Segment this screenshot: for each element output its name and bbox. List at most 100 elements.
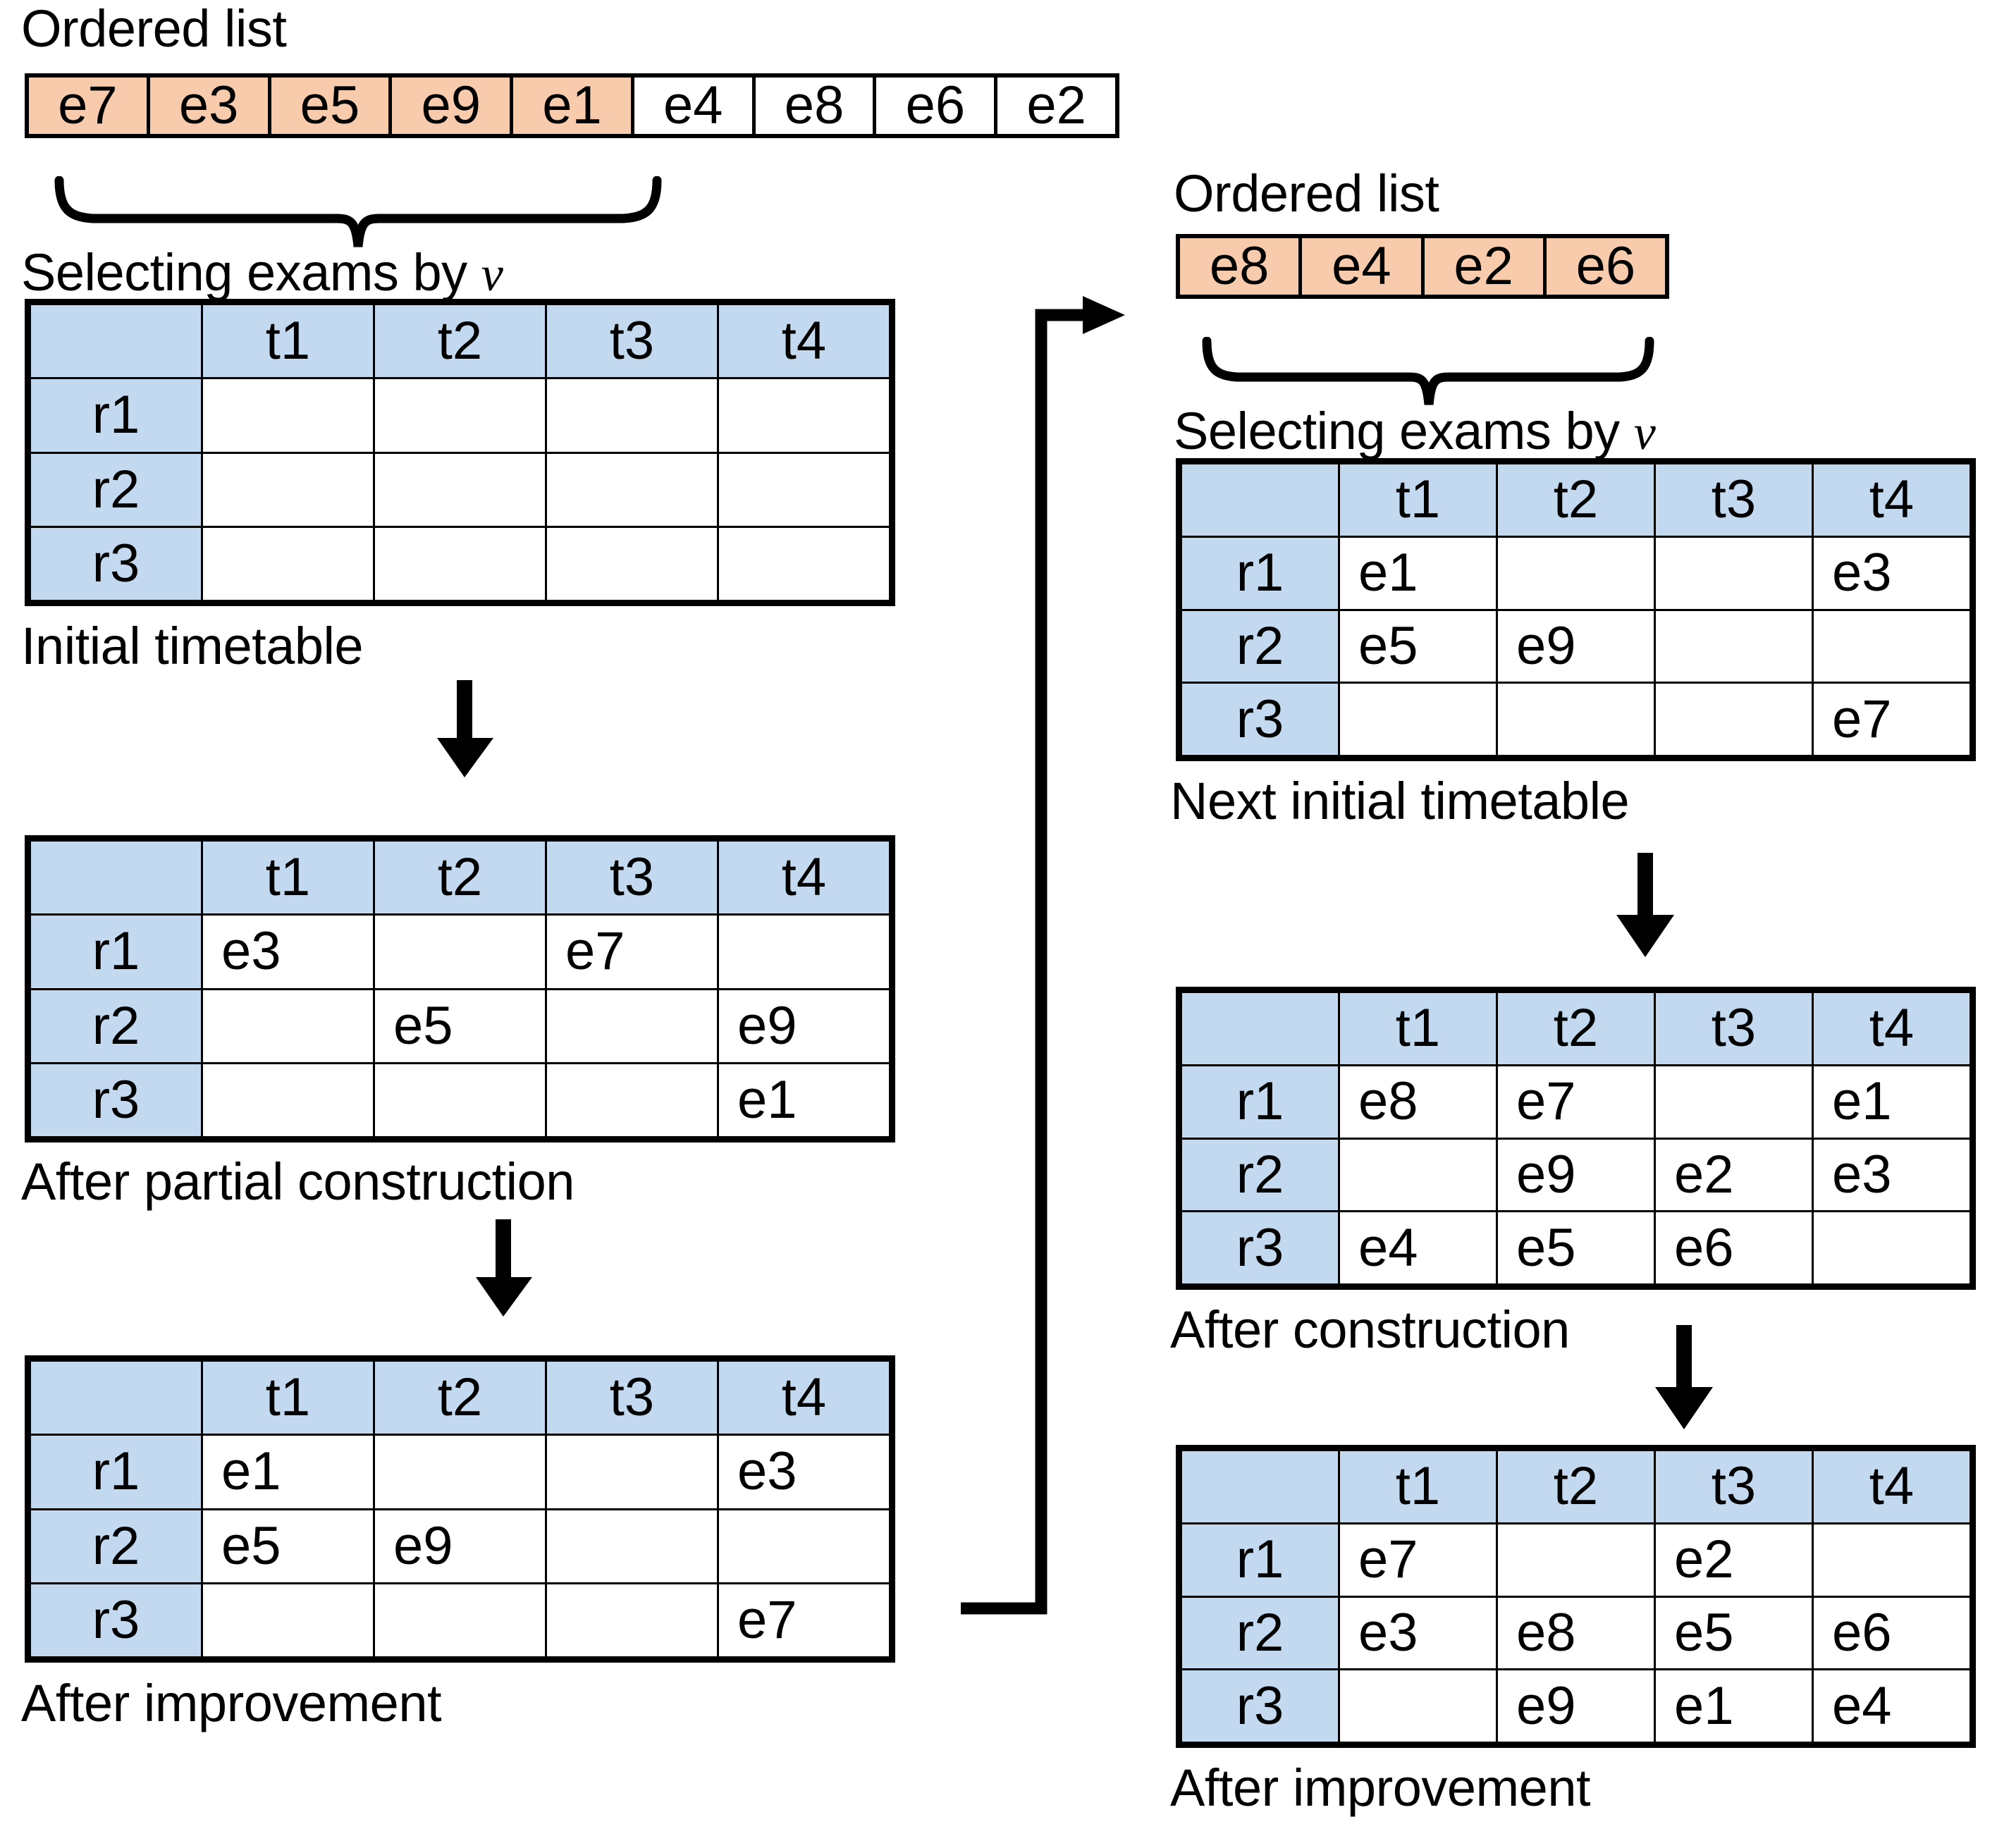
timetable-cell[interactable] (1338, 1668, 1498, 1744)
timetable-column-header: t2 (1496, 991, 1656, 1066)
ordered-list-item[interactable]: e9 (392, 78, 514, 134)
timetable-cell[interactable]: e9 (373, 1508, 547, 1584)
ordered-list-item[interactable]: e4 (634, 78, 756, 134)
ordered-list-item[interactable]: e5 (271, 78, 393, 134)
timetable-cell[interactable] (717, 525, 891, 603)
timetable-cell[interactable] (1812, 608, 1972, 684)
timetable-cell[interactable] (545, 451, 719, 528)
timetable-cell[interactable]: e1 (1812, 1064, 1972, 1140)
timetable-cell[interactable]: e2 (1654, 1522, 1814, 1598)
ordered-list-item[interactable]: e8 (1180, 238, 1303, 295)
timetable-cell[interactable]: e2 (1654, 1137, 1814, 1213)
timetable-cell[interactable] (201, 1061, 375, 1139)
timetable-cell[interactable] (1812, 1522, 1972, 1598)
timetable-cell[interactable] (545, 1434, 719, 1510)
timetable-cell[interactable] (717, 913, 891, 990)
timetable-cell[interactable] (373, 377, 547, 454)
timetable-cell[interactable]: e9 (1496, 1137, 1656, 1213)
timetable-cell[interactable] (201, 987, 375, 1064)
timetable-cell[interactable] (201, 525, 375, 603)
timetable-cell[interactable]: e3 (1812, 1137, 1972, 1213)
timetable-cell[interactable]: e7 (1338, 1522, 1498, 1598)
timetable-cell[interactable] (1654, 682, 1814, 757)
timetable-cell[interactable]: e6 (1654, 1210, 1814, 1286)
down-arrow-icon-3 (1616, 853, 1674, 957)
timetable-cell[interactable] (373, 451, 547, 528)
timetable-cell[interactable] (373, 525, 547, 603)
timetable-column-header: t1 (1338, 991, 1498, 1066)
timetable-cell[interactable]: e1 (1338, 535, 1498, 611)
timetable-cell[interactable] (717, 451, 891, 528)
timetable-column-header: t2 (373, 1359, 547, 1436)
ordered-list-item[interactable]: e6 (876, 78, 998, 134)
timetable-cell[interactable]: e9 (717, 987, 891, 1064)
timetable-cell[interactable] (201, 377, 375, 454)
timetable-cell[interactable]: e3 (201, 913, 375, 990)
timetable-cell[interactable] (545, 1582, 719, 1659)
ordered-list-item[interactable]: e6 (1546, 238, 1665, 295)
ordered-list-item-label: e2 (1454, 236, 1513, 296)
timetable-cell[interactable]: e3 (1812, 535, 1972, 611)
timetable-cell[interactable]: e1 (717, 1061, 891, 1139)
ordered-list-item[interactable]: e1 (513, 78, 634, 134)
timetable-cell[interactable] (1812, 1210, 1972, 1286)
timetable-cell[interactable]: e7 (1496, 1064, 1656, 1140)
timetable-cell[interactable] (545, 1508, 719, 1584)
timetable-cell[interactable] (545, 987, 719, 1064)
timetable-cell[interactable]: e3 (1338, 1595, 1498, 1671)
ordered-list-item[interactable]: e2 (1424, 236, 1547, 296)
timetable-cell[interactable] (1496, 535, 1656, 611)
timetable-cell[interactable]: e1 (201, 1434, 375, 1510)
timetable-cell[interactable]: e7 (1812, 682, 1972, 757)
timetable-cell[interactable]: e7 (545, 913, 719, 990)
ordered-list-item[interactable]: e3 (149, 78, 271, 134)
timetable-cell[interactable] (717, 377, 891, 454)
timetable-cell[interactable] (1654, 1064, 1814, 1140)
timetable-cell[interactable] (545, 525, 719, 603)
timetable-cell[interactable]: e1 (1654, 1668, 1814, 1744)
timetable-corner-cell (1180, 462, 1340, 538)
timetable-column-header: t2 (1496, 1449, 1656, 1524)
ordered-list-item-label: e7 (58, 75, 118, 135)
timetable-cell[interactable] (1496, 1522, 1656, 1598)
timetable-row-header: r3 (1180, 1210, 1340, 1286)
timetable-column-header: t2 (373, 302, 547, 380)
timetable-cell[interactable]: e8 (1338, 1064, 1498, 1140)
timetable-cell[interactable] (201, 1582, 375, 1659)
timetable-cell[interactable] (1496, 682, 1656, 757)
timetable-cell[interactable]: e5 (201, 1508, 375, 1584)
timetable-cell[interactable]: e4 (1338, 1210, 1498, 1286)
timetable-cell[interactable] (545, 1061, 719, 1139)
ordered-list-item[interactable]: e4 (1302, 238, 1425, 295)
timetable-cell[interactable] (1654, 608, 1814, 684)
timetable-cell[interactable]: e9 (1496, 1668, 1656, 1744)
ordered-list-item[interactable]: e8 (755, 78, 877, 134)
timetable-cell[interactable]: e4 (1812, 1668, 1972, 1744)
timetable-cell[interactable] (717, 1508, 891, 1584)
timetable-cell[interactable] (373, 913, 547, 990)
ordered-list-item[interactable]: e7 (29, 78, 150, 134)
timetable-cell[interactable] (1338, 1137, 1498, 1213)
timetable-cell[interactable]: e5 (1496, 1210, 1656, 1286)
timetable-cell[interactable] (545, 377, 719, 454)
timetable-column-header: t4 (1812, 991, 1972, 1066)
timetable-cell[interactable] (373, 1061, 547, 1139)
caption-next-initial-timetable: Next initial timetable (1170, 772, 1630, 830)
timetable-cell[interactable] (1338, 682, 1498, 757)
ordered-list-item[interactable]: e2 (997, 78, 1116, 134)
timetable-cell[interactable]: e8 (1496, 1595, 1656, 1671)
timetable-cell[interactable]: e9 (1496, 608, 1656, 684)
timetable-cell[interactable] (201, 451, 375, 528)
timetable-cell[interactable]: e5 (373, 987, 547, 1064)
timetable-cell[interactable] (373, 1582, 547, 1659)
timetable-cell[interactable]: e5 (1338, 608, 1498, 684)
timetable-cell[interactable]: e3 (717, 1434, 891, 1510)
timetable-cell[interactable]: e6 (1812, 1595, 1972, 1671)
ordered-list-item-label: e5 (300, 75, 360, 135)
timetable-cell[interactable]: e5 (1654, 1595, 1814, 1671)
timetable-cell[interactable]: e7 (717, 1582, 891, 1659)
timetable-cell[interactable] (1654, 535, 1814, 611)
timetable-cell[interactable] (373, 1434, 547, 1510)
